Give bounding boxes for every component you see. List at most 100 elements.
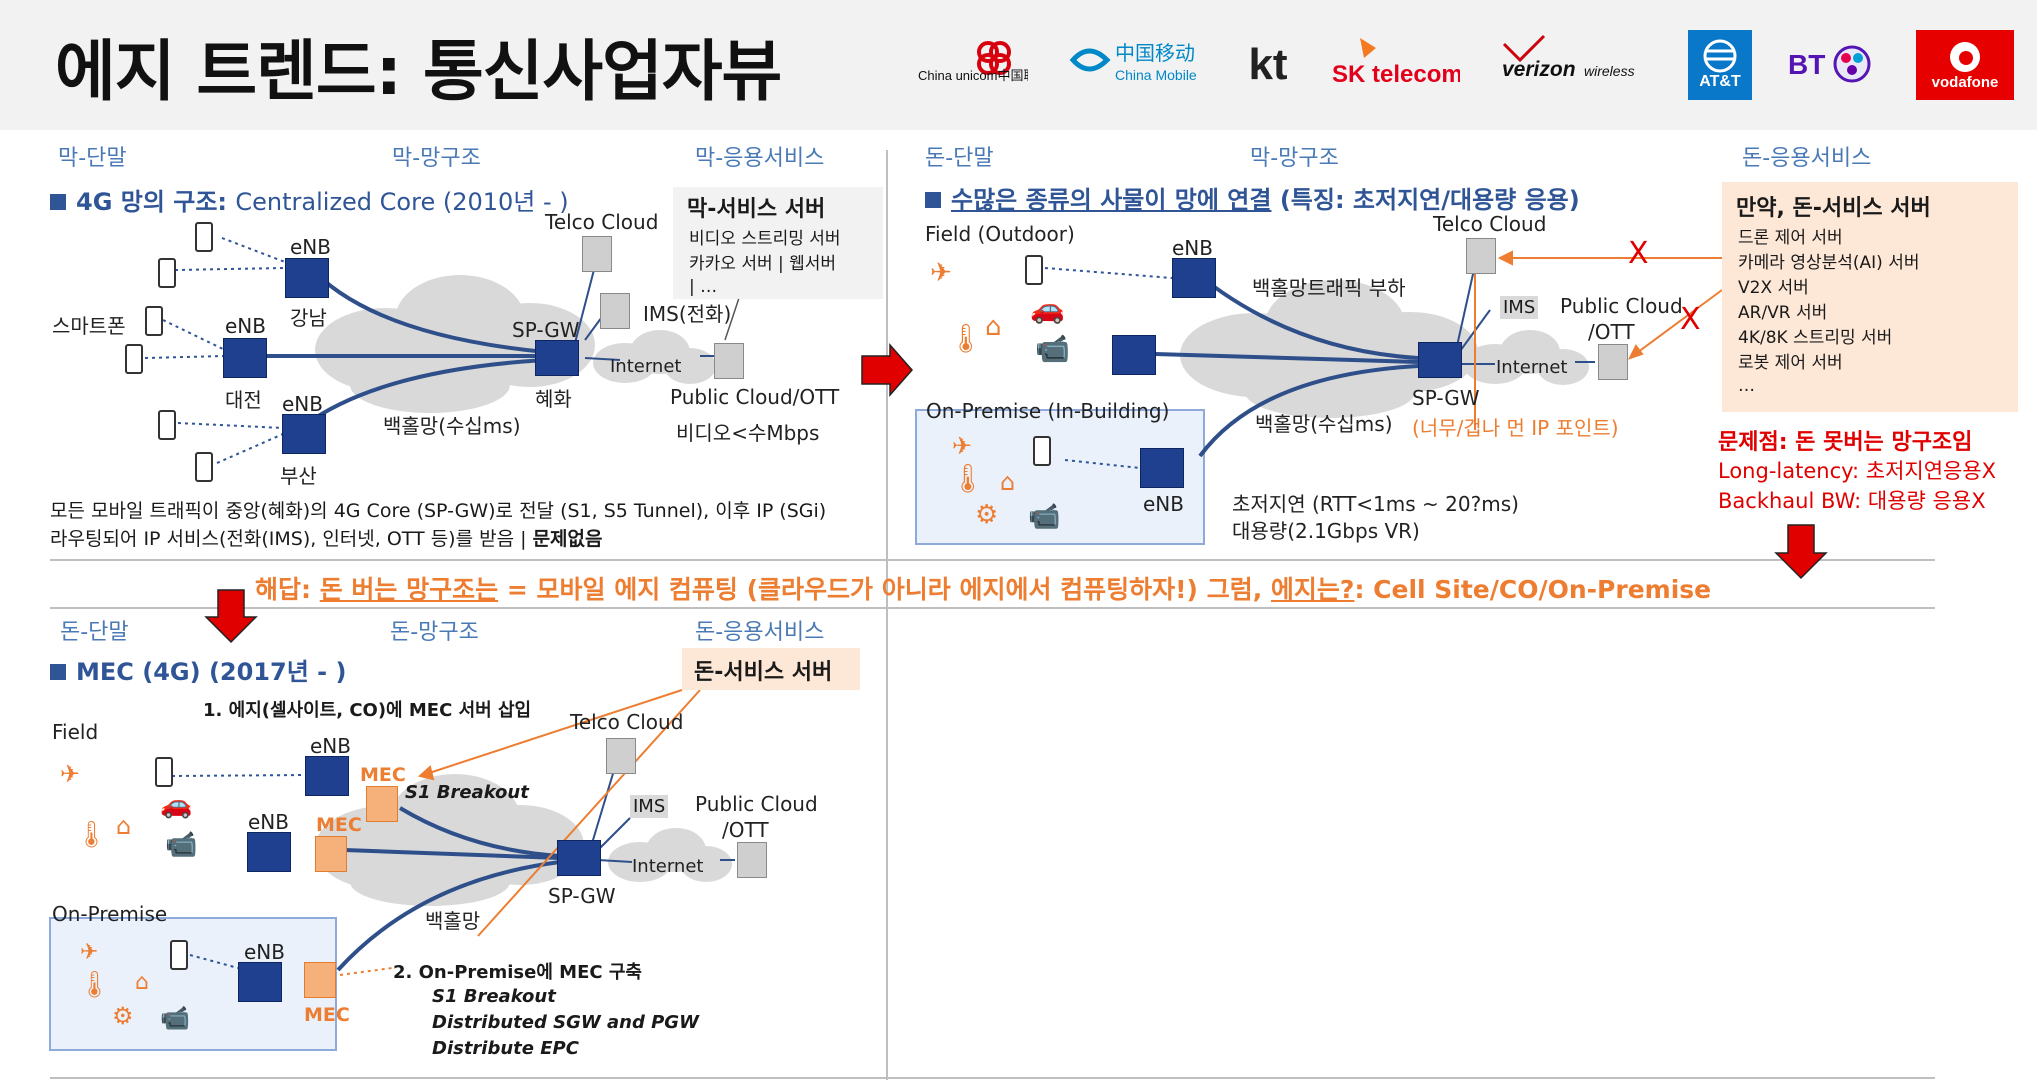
- q2-traffic-load-label: 백홀망트래픽 부하: [1252, 276, 1406, 300]
- q3-enb-icon-2: [247, 832, 291, 872]
- q2-sgw-icon: [1418, 342, 1462, 378]
- answer-text-4: 에지는?: [1270, 575, 1355, 604]
- q2-ip-point-label: (너무/겁나 먼 IP 포인트): [1412, 416, 1619, 440]
- q2-telco-cloud-label: Telco Cloud: [1433, 212, 1547, 236]
- q2-onprem-enb-icon: [1140, 448, 1184, 488]
- q2-enb-label-1: eNB: [1172, 236, 1213, 260]
- q3-backhaul-label: 백홀망: [425, 909, 481, 933]
- q3-onprem-mec-label: MEC: [304, 1004, 350, 1026]
- bt-text: BT: [1788, 49, 1825, 80]
- q2-ims-label: IMS: [1500, 296, 1539, 319]
- q2-phone-icon: [1025, 255, 1043, 285]
- q3-thermometer-icon: 🌡: [75, 820, 109, 850]
- q3-enb-label-2: eNB: [248, 810, 289, 834]
- sk-telecom-logo: SK telecom: [1330, 30, 1460, 100]
- q2-camera-icon: 📹: [1035, 332, 1070, 365]
- q2-server-title: 만약, 돈-서비스 서버: [1736, 196, 1931, 221]
- q3-server-title: 돈-서비스 서버: [694, 660, 833, 685]
- q2-internet-label: Internet: [1496, 357, 1568, 378]
- q1-heading-bullet: [50, 194, 66, 210]
- verizon-logo: verizon wireless: [1500, 30, 1650, 100]
- q1-note-line-2: 라우팅되어 IP 서비스(전화(IMS), 인터넷, OTT 등)를 받음 | …: [50, 524, 603, 551]
- q3-sgw-label: SP-GW: [548, 884, 616, 908]
- q1-device-links: [144, 237, 286, 464]
- q2-public-cloud-server-icon: [1598, 344, 1628, 380]
- q3-step2-item-3: Distribute EPC: [432, 1038, 579, 1059]
- q1-backhaul-label: 백홀망(수십ms): [383, 414, 521, 438]
- q3-onprem-mec-link: [339, 967, 393, 976]
- q3-mec-label-1: MEC: [360, 764, 406, 786]
- q1-enb-label-2: eNB: [225, 314, 266, 338]
- q1-phone-icon-2: [158, 258, 176, 288]
- q1-video-rate-label: 비디오<수Mbps: [676, 421, 820, 445]
- q2-col1-label: 돈-단말: [925, 146, 994, 171]
- q1-busan-label: 부산: [280, 464, 317, 488]
- q2-col3-label: 돈-응용서비스: [1742, 146, 1872, 171]
- q1-enb-label-3: eNB: [282, 392, 323, 416]
- q3-heading-text: MEC (4G) (2017년 - ): [76, 658, 347, 686]
- q3-heading: MEC (4G) (2017년 - ): [50, 652, 346, 687]
- q2-problem-title: 문제점: 돈 못버는 망구조임: [1718, 430, 1973, 455]
- q2-enb-icon-2: [1112, 335, 1156, 375]
- q3-ims-label: IMS: [630, 795, 669, 818]
- q2-capacity-label: 대용량(2.1Gbps VR): [1232, 519, 1420, 543]
- q2-onprem-robot-arm-icon: ⚙: [975, 500, 999, 530]
- q2-server-item-4: AR/VR 서버: [1738, 303, 1828, 323]
- q1-server-item-3: | …: [689, 277, 718, 297]
- china-unicom-logo: China unicom中国联通: [918, 30, 1028, 100]
- q2-onprem-drone-icon: ✈: [952, 432, 973, 460]
- q2-latency-label: 초저지연 (RTT<1ms ~ 20?ms): [1232, 492, 1519, 516]
- q3-device-links: [171, 774, 306, 969]
- q3-internet-label: Internet: [632, 856, 704, 877]
- q2-onprem-camera-icon: 📹: [1028, 502, 1061, 532]
- q3-vr-icon: ⌂: [116, 812, 132, 840]
- q1-heading-ko: 4G 망의 구조:: [76, 188, 228, 216]
- q2-x-mark-1: X: [1628, 236, 1649, 271]
- q2-internet-cloud: [1463, 330, 1589, 385]
- q3-public-cloud-label-2: /OTT: [722, 818, 769, 842]
- q3-backhaul-cloud: [315, 774, 584, 906]
- q2-public-cloud-label-2: /OTT: [1588, 320, 1635, 344]
- q2-onprem-phone-icon: [1033, 436, 1051, 466]
- q1-smartphone-label: 스마트폰: [52, 314, 126, 338]
- q1-phone-icon-3: [145, 306, 163, 336]
- q3-s1-breakout-label: S1 Breakout: [405, 782, 529, 803]
- q3-step2-label: 2. On-Premise에 MEC 구축: [393, 962, 642, 983]
- q3-onprem-robot-arm-icon: ⚙: [112, 1002, 134, 1030]
- q2-telco-server-icon: [1466, 238, 1496, 274]
- q2-enb-icon-1: [1172, 258, 1216, 298]
- q2-car-icon: 🚗: [1030, 292, 1065, 325]
- q2-heading: 수많은 종류의 사물이 망에 연결 (특징: 초저지연/대용량 응용): [925, 180, 1580, 215]
- q1-public-cloud-server-icon: [714, 343, 744, 379]
- q2-heading-suffix: (특징: 초저지연/대용량 응용): [1279, 186, 1580, 214]
- q1-daejeon-label: 대전: [225, 388, 262, 412]
- q3-step1-label: 1. 에지(셀사이트, CO)에 MEC 서버 삽입: [203, 700, 532, 721]
- q1-col1-label: 막-단말: [58, 146, 127, 171]
- q3-onprem-vr-icon: ⌂: [135, 970, 149, 995]
- att-text: AT&T: [1699, 73, 1741, 90]
- q1-sgw-icon: [535, 340, 579, 376]
- q3-enb-icon-1: [305, 756, 349, 796]
- q2-col2-label: 막-망구조: [1250, 146, 1339, 171]
- q3-col3-label: 돈-응용서비스: [695, 620, 825, 645]
- q3-mec-label-2: MEC: [316, 814, 362, 836]
- q3-onprem-mec-server-icon: [304, 962, 336, 998]
- q1-note-line-1: 모든 모바일 트래픽이 중앙(혜화)의 4G Core (SP-GW)로 전달 …: [50, 500, 827, 522]
- q3-field-label: Field: [52, 720, 99, 744]
- q2-orange-links: [1474, 250, 1723, 430]
- q1-phone-icon-5: [158, 410, 176, 440]
- q2-onprem-vr-icon: ⌂: [1000, 468, 1016, 496]
- q1-enb-icon-gangnam: [285, 258, 329, 298]
- q3-step2-item-1: S1 Breakout: [432, 986, 556, 1007]
- q2-server-item-6: 로봇 제어 서버: [1738, 353, 1843, 373]
- q3-onprem-label: On-Premise: [52, 902, 168, 926]
- q1-col2-label: 막-망구조: [392, 146, 481, 171]
- q2-sgw-label: SP-GW: [1412, 386, 1480, 410]
- china-mobile-en: China Mobile: [1115, 67, 1197, 83]
- q1-server-item-2: 카카오 서버 | 웹서버: [689, 254, 837, 274]
- q3-car-icon: 🚗: [160, 790, 193, 820]
- q2-x-mark-2: X: [1680, 302, 1701, 337]
- q3-phone-icon: [155, 757, 173, 787]
- q3-onprem-drone-icon: ✈: [80, 940, 99, 965]
